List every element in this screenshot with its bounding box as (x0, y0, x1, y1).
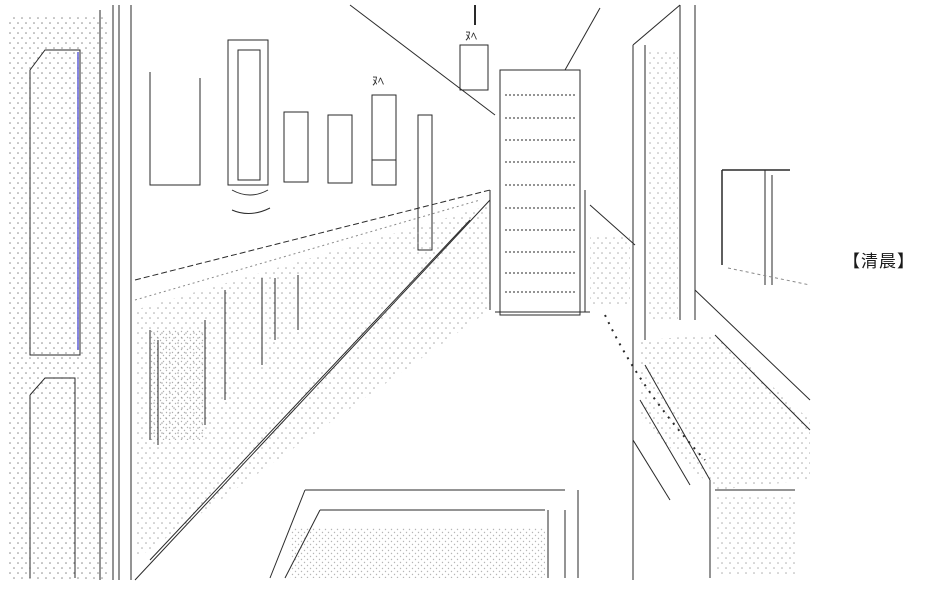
building-facade-art: ﾇﾍ (149, 39, 433, 251)
window-art (721, 169, 811, 286)
foreground-platform (269, 489, 579, 579)
scene-caption: 【清晨】 (843, 252, 915, 272)
stairwell-art: ﾇﾍ (459, 5, 590, 316)
railing-art (149, 275, 299, 445)
svg-text:ﾇﾍ: ﾇﾍ (465, 29, 477, 43)
svg-text:ﾇﾍ: ﾇﾍ (372, 74, 384, 88)
right-building (589, 4, 811, 580)
left-wall (8, 5, 132, 580)
street-perspective (134, 4, 601, 581)
